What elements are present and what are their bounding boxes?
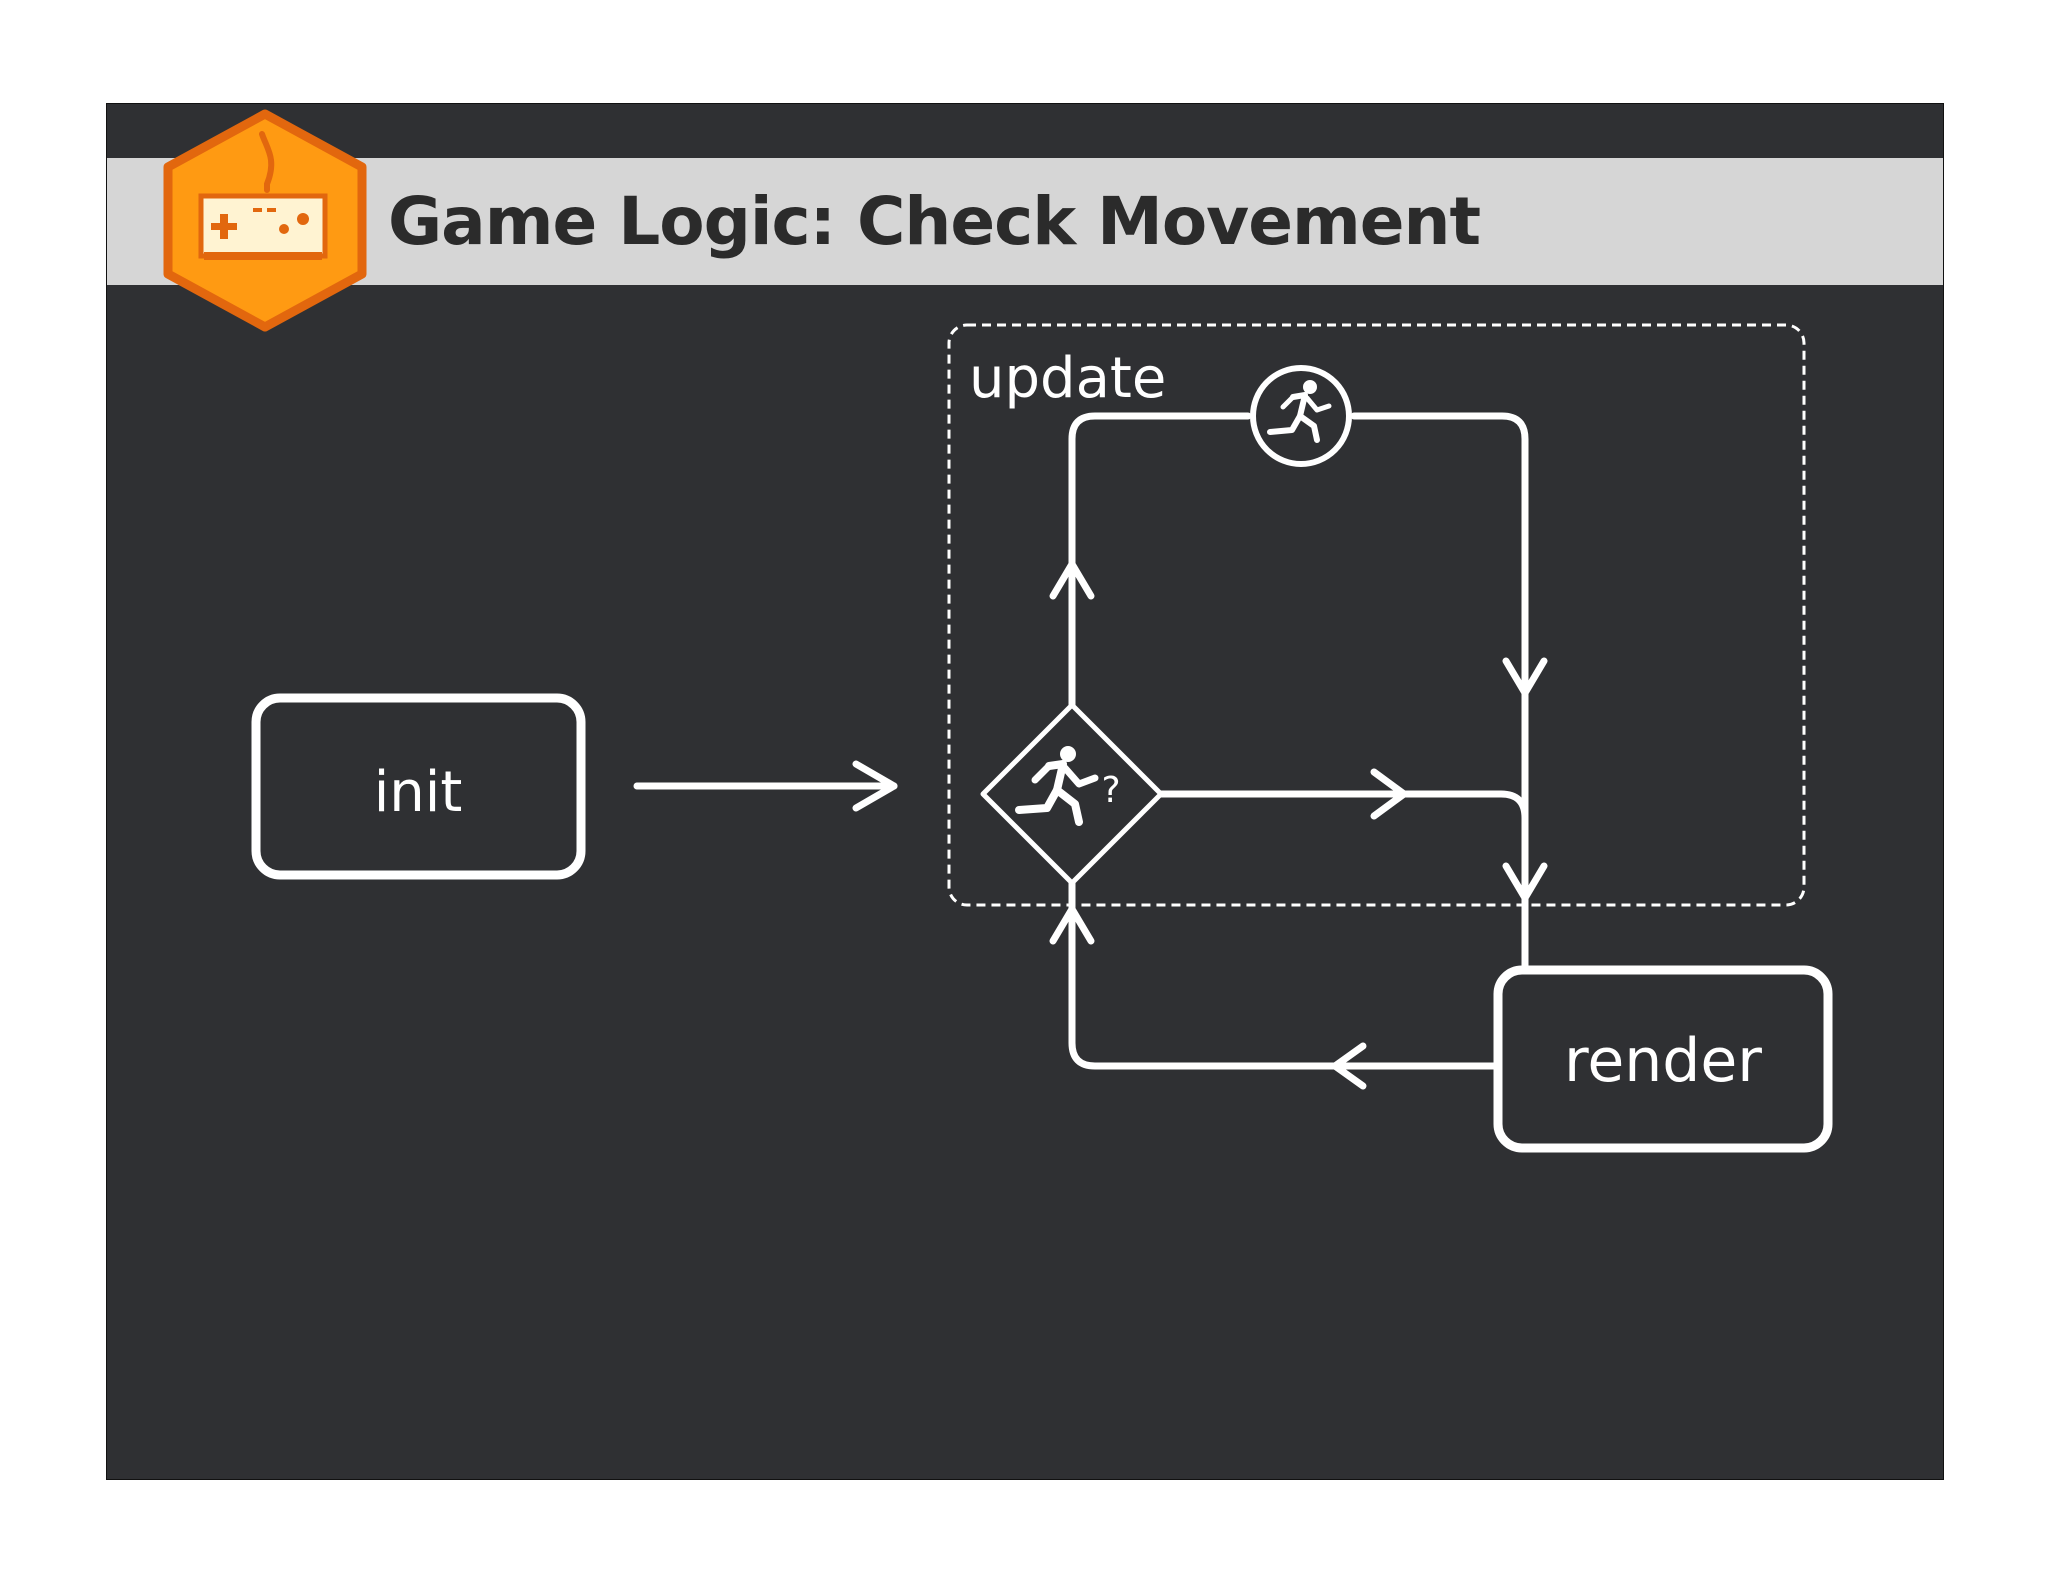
render-node-label: render (1564, 1026, 1762, 1096)
update-group-frame (947, 323, 1806, 907)
moving-branch-path (1049, 412, 1548, 974)
page-title: Game Logic: Check Movement (388, 183, 1481, 260)
init-node (251, 693, 586, 880)
running-person-icon (1015, 746, 1099, 826)
decision-question-mark: ? (1101, 770, 1120, 811)
movement-decision-node (980, 702, 1164, 886)
title-bar: Game Logic: Check Movement (107, 158, 1943, 285)
render-node (1493, 965, 1833, 1153)
update-group-label: update (969, 346, 1166, 411)
running-person-icon (1267, 380, 1332, 443)
not-moving-branch-path (1157, 768, 1529, 822)
state-diagram: update init ? (163, 109, 1833, 1153)
render-to-update-arrow (1049, 879, 1502, 1090)
init-node-label: init (374, 760, 463, 825)
slide: Game Logic: Check Movement update init (106, 103, 1944, 1480)
init-to-update-arrow (633, 760, 898, 812)
gamepad-icon (163, 109, 367, 332)
